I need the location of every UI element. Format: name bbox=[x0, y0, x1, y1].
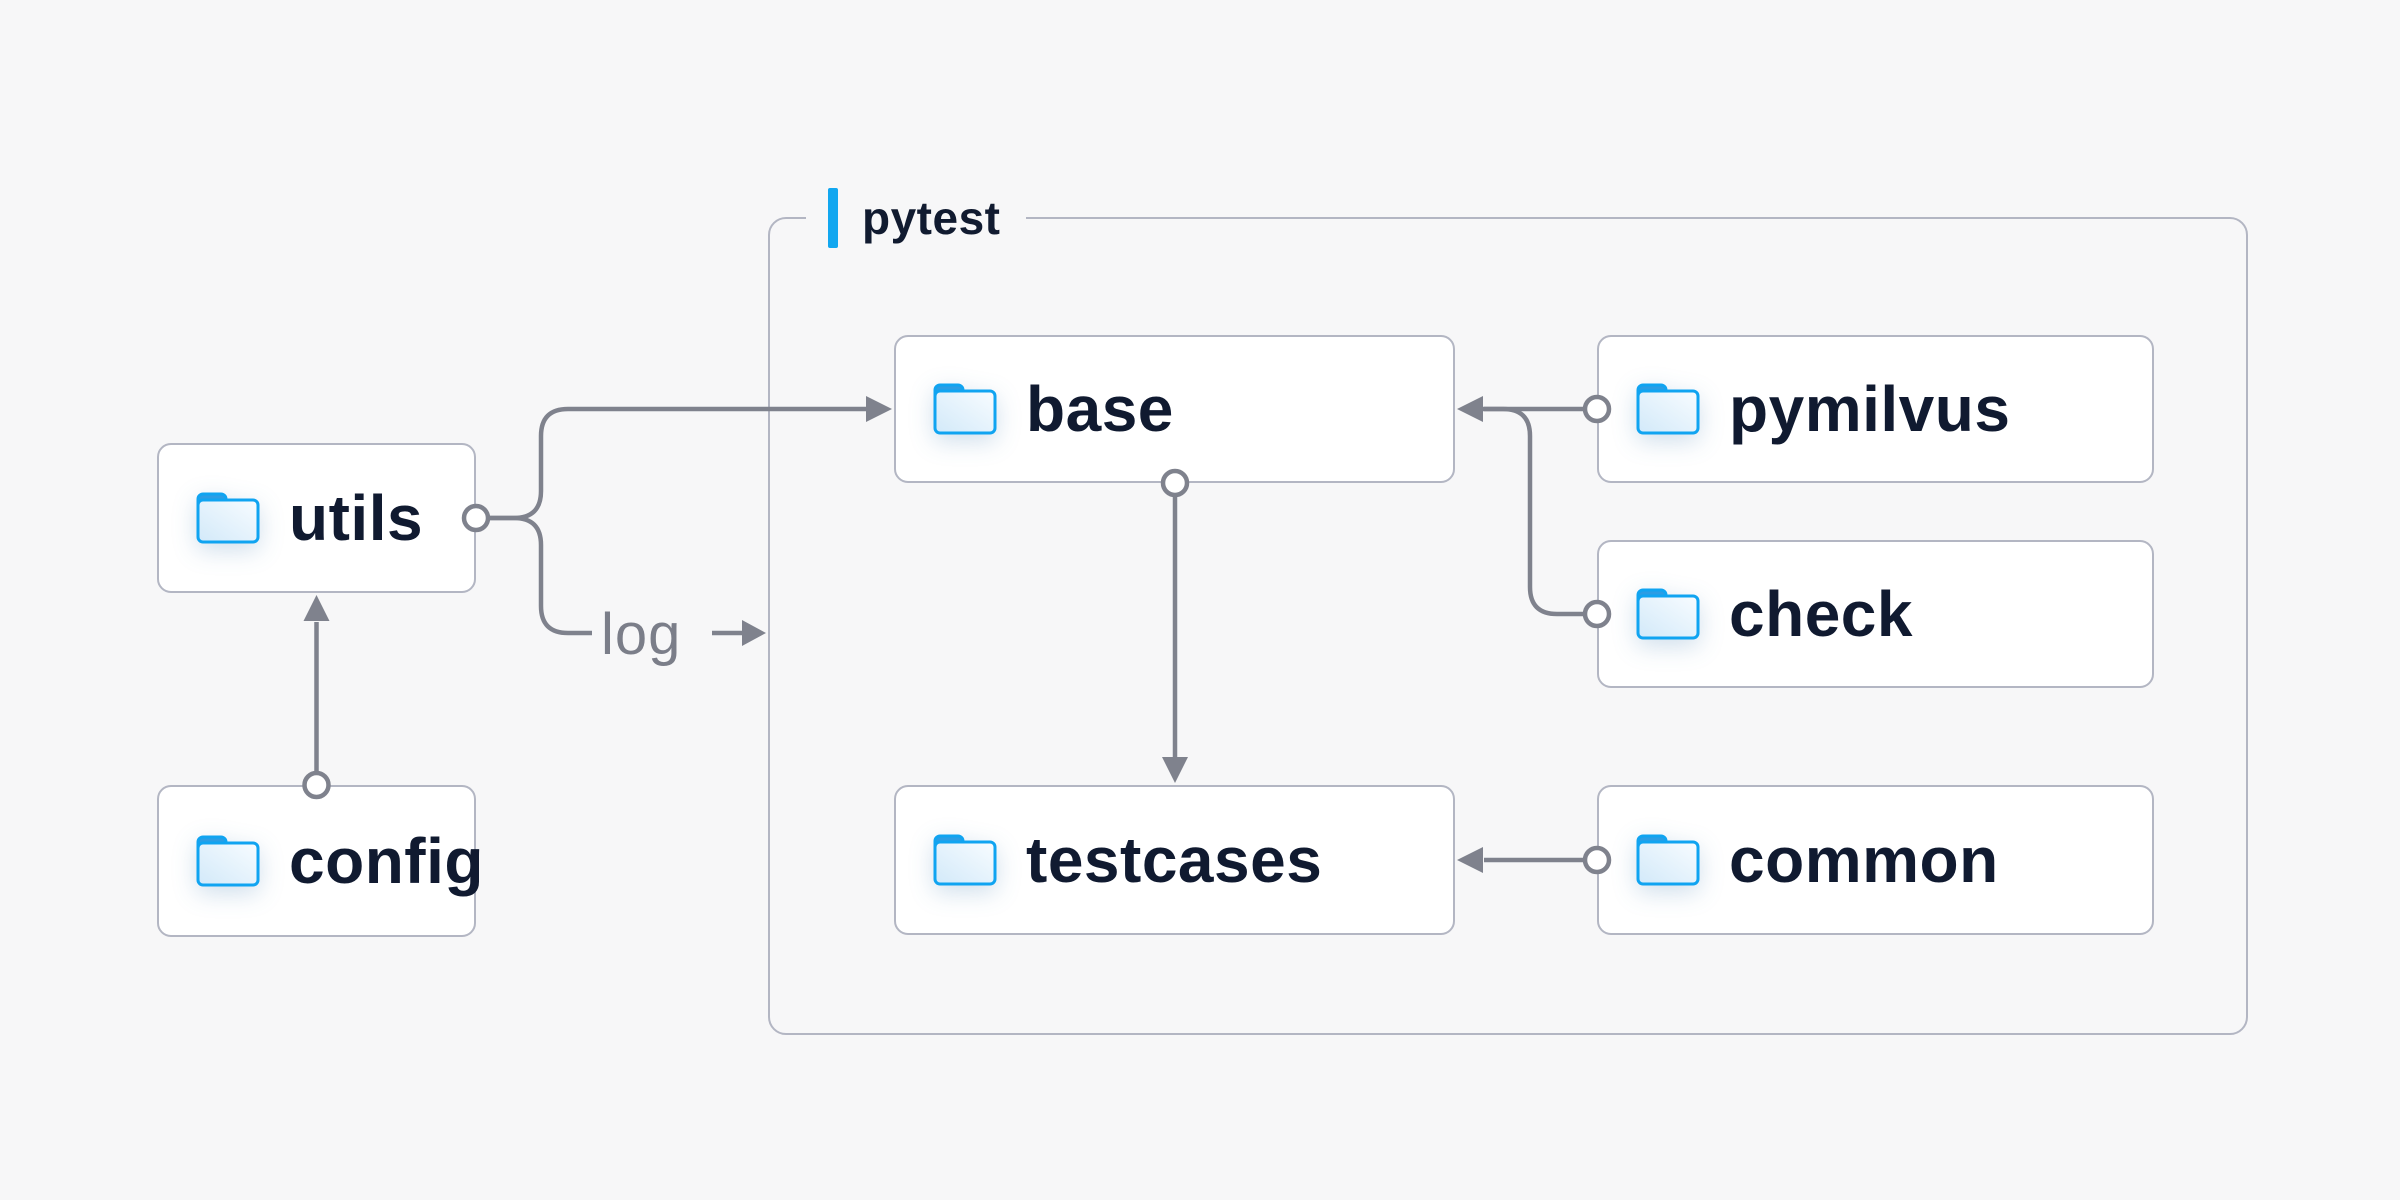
node-utils: utils bbox=[157, 443, 476, 593]
pytest-label: pytest bbox=[806, 186, 1027, 250]
pytest-label-text: pytest bbox=[862, 192, 1001, 244]
node-label: common bbox=[1729, 824, 1999, 896]
node-testcases: testcases bbox=[894, 785, 1455, 935]
pytest-container: pytest bbox=[768, 186, 2248, 1035]
node-label: pymilvus bbox=[1729, 373, 2011, 445]
folder-icon bbox=[1636, 383, 1700, 435]
arrowhead-right bbox=[742, 620, 766, 646]
folder-icon bbox=[1636, 588, 1700, 640]
node-label: base bbox=[1026, 373, 1174, 445]
node-common: common bbox=[1597, 785, 2154, 935]
folder-icon bbox=[1636, 834, 1700, 886]
folder-icon bbox=[933, 834, 997, 886]
node-pymilvus: pymilvus bbox=[1597, 335, 2154, 483]
accent-bar bbox=[828, 188, 838, 248]
node-base: base bbox=[894, 335, 1455, 483]
folder-icon bbox=[196, 835, 260, 887]
folder-icon bbox=[196, 492, 260, 544]
node-check: check bbox=[1597, 540, 2154, 688]
node-label: utils bbox=[289, 482, 424, 554]
node-label: testcases bbox=[1026, 824, 1323, 896]
node-label: check bbox=[1729, 578, 1913, 650]
log-label: log bbox=[601, 602, 682, 667]
folder-icon bbox=[933, 383, 997, 435]
node-config: config bbox=[157, 785, 483, 937]
arrowhead-up bbox=[303, 595, 330, 621]
edge-config-utils bbox=[302, 595, 331, 800]
node-label: config bbox=[289, 825, 484, 897]
